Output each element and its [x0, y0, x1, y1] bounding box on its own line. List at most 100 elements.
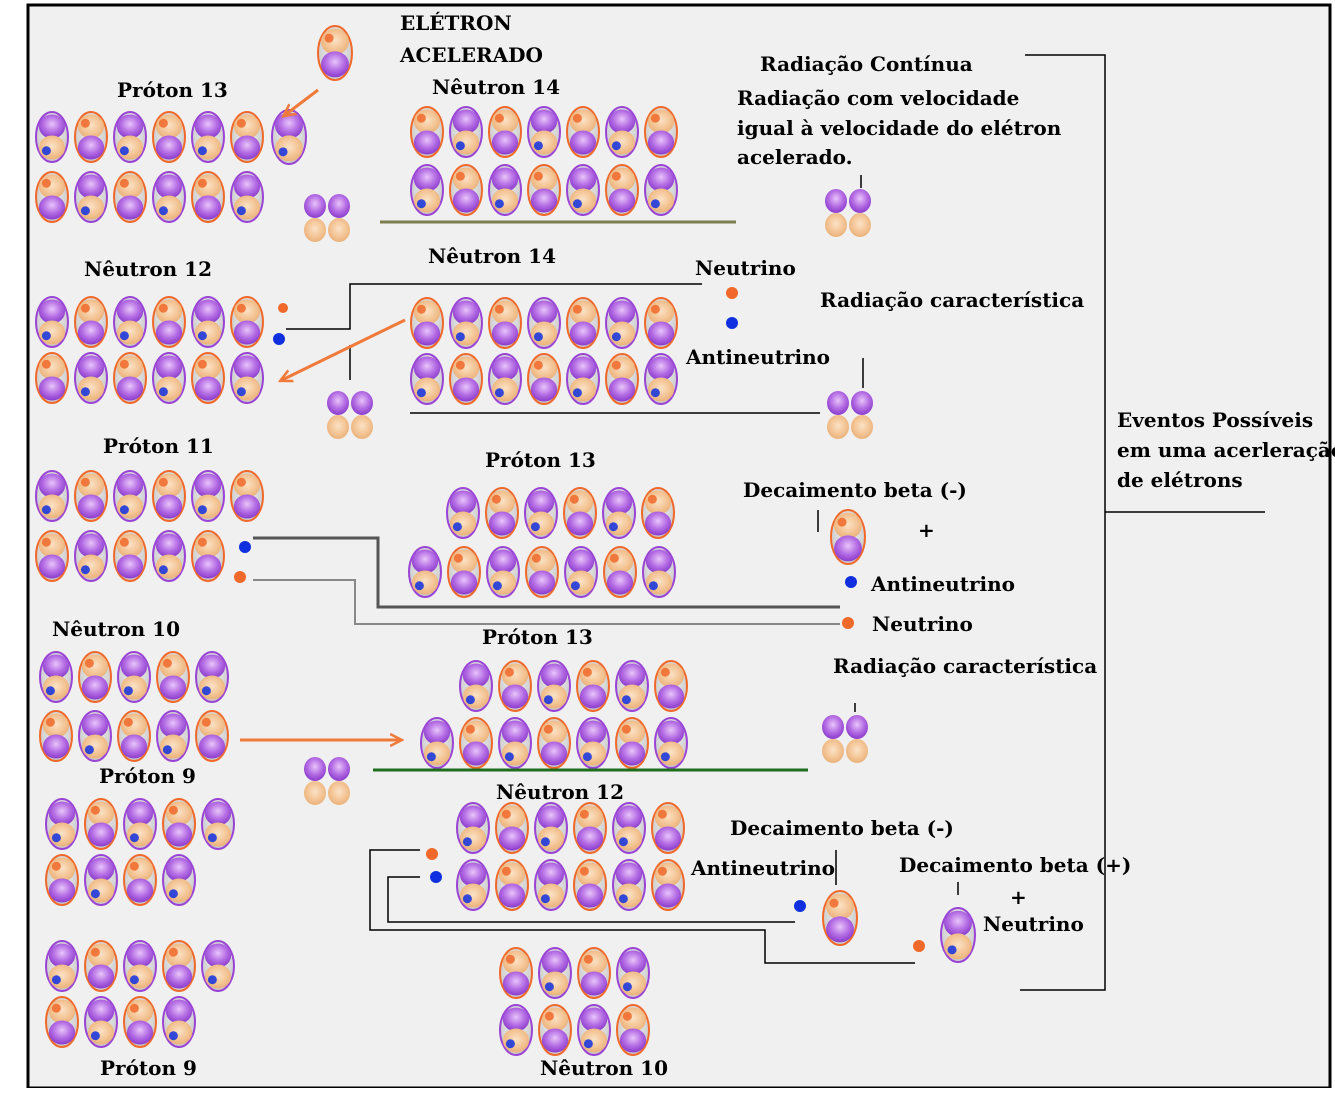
proton-nucleon	[459, 660, 493, 712]
proton-nucleon	[191, 296, 225, 348]
neutron-nucleon	[123, 854, 157, 906]
neutron-nucleon	[113, 352, 147, 404]
neutron-nucleon	[566, 106, 600, 158]
neutron-nucleon	[45, 854, 79, 906]
proton-nucleon	[45, 940, 79, 992]
proton-nucleon	[605, 297, 639, 349]
neutron-nucleon	[39, 710, 73, 762]
proton-nucleon	[408, 546, 442, 598]
label-proton-13: Próton 13	[117, 78, 228, 102]
antineutrino-connector	[253, 536, 840, 609]
proton-nucleon	[537, 660, 571, 712]
neutron-nucleon	[162, 940, 196, 992]
label-decaimento-beta-plus: Decaimento beta (+)	[899, 853, 1131, 877]
neutron-nucleon	[527, 353, 561, 405]
neutrino-connector-2	[253, 579, 840, 625]
radiation-quad	[822, 715, 868, 763]
neutron-nucleon	[488, 297, 522, 349]
neutron-nucleon	[74, 111, 108, 163]
label-proton-9-b: Próton 9	[100, 1056, 197, 1080]
proton-nucleon	[612, 802, 646, 854]
radiation-quad	[304, 194, 350, 242]
label-neutrino: Neutrino	[695, 256, 796, 280]
proton-nucleon	[78, 710, 112, 762]
orange-arrows	[240, 88, 406, 740]
proton-nucleon	[152, 171, 186, 223]
neutron-nucleon	[152, 470, 186, 522]
proton-nucleon	[527, 106, 561, 158]
label-decaimento-beta-minus-b: Decaimento beta (-)	[730, 816, 954, 840]
neutron-nucleon	[830, 509, 866, 565]
neutron-nucleon	[447, 546, 481, 598]
proton-nucleon	[35, 470, 69, 522]
proton-nucleon	[45, 798, 79, 850]
proton-nucleon	[498, 717, 532, 769]
neutron-nucleon	[195, 710, 229, 762]
proton-nucleon	[230, 171, 264, 223]
proton-nucleon	[449, 297, 483, 349]
proton-nucleon	[420, 717, 454, 769]
proton-nucleon	[113, 470, 147, 522]
neutron-nucleon	[84, 940, 118, 992]
label-neutron-14-b: Nêutron 14	[428, 244, 556, 268]
neutron-nucleon	[74, 470, 108, 522]
neutron-nucleon	[644, 297, 678, 349]
proton-nucleon	[488, 164, 522, 216]
radiation-quad	[827, 391, 873, 439]
proton-nucleon	[449, 106, 483, 158]
neutron-nucleon	[35, 171, 69, 223]
label-decaimento-beta-minus: Decaimento beta (-)	[743, 478, 967, 502]
label-neutrino-c: Neutrino	[983, 912, 1084, 936]
neutrino-dot	[842, 617, 854, 629]
antineutrino-dot	[794, 900, 806, 912]
proton-nucleon	[488, 353, 522, 405]
proton-nucleon	[191, 111, 225, 163]
neutron-nucleon	[113, 530, 147, 582]
proton-nucleon	[456, 859, 490, 911]
neutron-nucleon	[654, 660, 688, 712]
proton-nucleon	[74, 352, 108, 404]
label-eletron: ELÉTRON	[400, 11, 512, 35]
neutron-nucleon	[230, 111, 264, 163]
proton-nucleon	[84, 854, 118, 906]
antineutrino-dot	[430, 871, 442, 883]
neutron-nucleon	[449, 164, 483, 216]
label-radiacao-caracteristica: Radiação característica	[820, 288, 1084, 312]
neutron-nucleon	[191, 530, 225, 582]
neutron-nucleon	[191, 171, 225, 223]
label-neutron-14: Nêutron 14	[432, 75, 560, 99]
neutron-nucleon	[566, 297, 600, 349]
proton-nucleon	[527, 297, 561, 349]
label-proton-13-c: Próton 13	[482, 625, 593, 649]
neutron-nucleon	[538, 1004, 572, 1056]
label-neutron-12-b: Nêutron 12	[496, 780, 624, 804]
neutron-nucleon	[35, 530, 69, 582]
neutron-nucleon	[117, 710, 151, 762]
label-neutron-10-b: Nêutron 10	[540, 1056, 668, 1080]
proton-nucleon	[230, 352, 264, 404]
proton-nucleon	[410, 353, 444, 405]
neutron-nucleon	[525, 546, 559, 598]
single-particles	[234, 287, 925, 952]
proton-nucleon	[117, 651, 151, 703]
neutron-nucleon	[495, 802, 529, 854]
neutrino-dot	[426, 848, 438, 860]
neutron-nucleon	[615, 717, 649, 769]
neutron-nucleon	[485, 487, 519, 539]
proton-nucleon	[616, 947, 650, 999]
neutron-nucleon	[410, 106, 444, 158]
label-eventos-3: de elétrons	[1117, 468, 1243, 492]
neutron-nucleon	[537, 717, 571, 769]
radiation-quad	[304, 757, 350, 805]
neutron-nucleon	[156, 651, 190, 703]
particle-clusters	[35, 25, 976, 1056]
neutron-nucleon	[123, 996, 157, 1048]
proton-nucleon	[152, 530, 186, 582]
neutrino-connector	[286, 283, 702, 330]
antineutrino-dot	[239, 541, 251, 553]
neutron-nucleon	[822, 890, 858, 946]
proton-nucleon	[74, 171, 108, 223]
neutron-nucleon	[498, 660, 532, 712]
